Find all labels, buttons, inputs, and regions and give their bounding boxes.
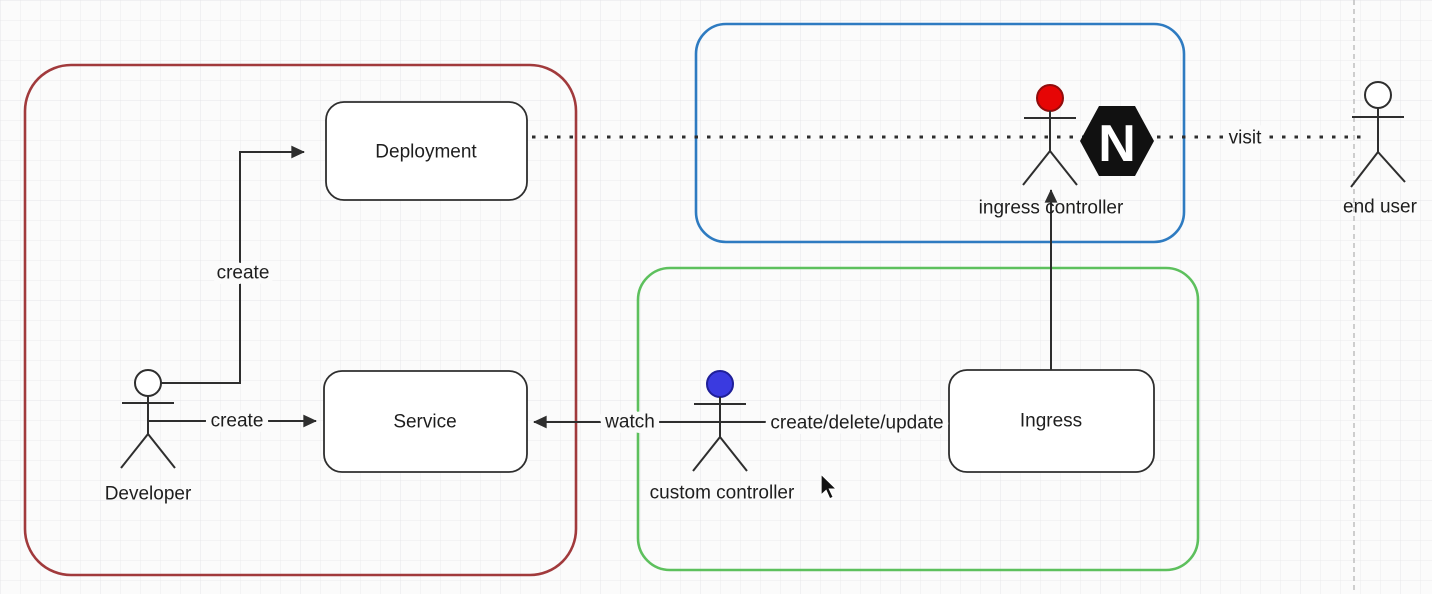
node-deployment[interactable]: Deployment: [325, 101, 528, 201]
actor-ingress-controller[interactable]: [1022, 84, 1078, 186]
visit-edge-label: visit: [1229, 128, 1262, 149]
actor-custom-controller[interactable]: [692, 370, 748, 472]
deployment-label: Deployment: [375, 142, 477, 163]
node-service[interactable]: Service: [323, 370, 528, 473]
developer-label: Developer: [105, 484, 192, 505]
ingress-box[interactable]: [948, 369, 1155, 473]
node-ingress[interactable]: Ingress: [948, 369, 1155, 473]
ingress-controller-label: ingress controller: [979, 198, 1124, 219]
cluster-developer-scope[interactable]: [23, 63, 578, 577]
custom-controller-leg-right: [719, 436, 748, 472]
deployment-box[interactable]: [325, 101, 528, 201]
developer-leg-left: [120, 433, 149, 469]
ingress-controller-leg-right: [1049, 150, 1078, 186]
mouse-cursor-icon: [820, 472, 839, 500]
watch-edge-label: watch: [604, 412, 655, 433]
end-user-head: [1364, 81, 1392, 109]
ingress-controller-head: [1036, 84, 1064, 112]
nginx-hexagon-icon: [1080, 106, 1154, 176]
cluster-ingress-controller-scope[interactable]: [694, 22, 1186, 244]
ingress-controller-leg-left: [1022, 150, 1051, 186]
end-user-leg-left: [1350, 151, 1379, 188]
create-delete-update-edge-label: create/delete/update: [770, 413, 943, 434]
actor-end-user[interactable]: [1350, 81, 1406, 188]
edge-developer-create-deployment[interactable]: [161, 145, 305, 384]
service-box[interactable]: [323, 370, 528, 473]
end-user-label: end user: [1343, 197, 1418, 218]
service-label: Service: [393, 412, 456, 433]
nginx-logo[interactable]: N: [1080, 106, 1154, 176]
developer-leg-right: [147, 433, 176, 469]
ingress-label: Ingress: [1020, 411, 1082, 432]
create-deployment-edge-label: create: [217, 263, 270, 284]
end-user-leg-right: [1377, 151, 1406, 183]
developer-head: [134, 369, 162, 397]
nginx-letter: N: [1098, 115, 1136, 173]
actor-developer[interactable]: [120, 369, 176, 469]
custom-controller-head: [706, 370, 734, 398]
create-service-edge-label: create: [211, 411, 264, 432]
cluster-custom-controller-scope[interactable]: [636, 266, 1200, 572]
custom-controller-label: custom controller: [650, 483, 795, 504]
custom-controller-leg-left: [692, 436, 721, 472]
